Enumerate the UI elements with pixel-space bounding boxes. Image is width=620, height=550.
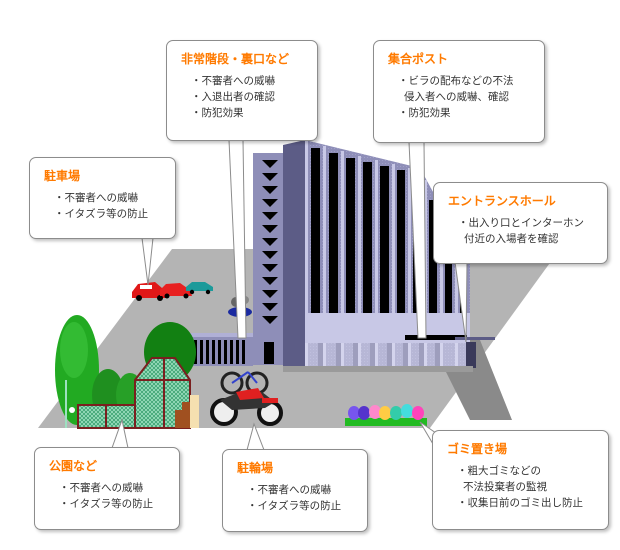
callout-parking: 駐車場 ・不審者への威嚇 ・イタズラ等の防止 (29, 157, 176, 239)
callout-bicycle-parking: 駐輪場 ・不審者への威嚇 ・イタズラ等の防止 (222, 449, 368, 532)
apartment-building-icon (188, 140, 495, 372)
garbage-bags-icon (345, 404, 427, 426)
callout-line: ・入退出者の確認 (191, 91, 275, 103)
callout-line: ・不審者への威嚇 (54, 192, 138, 204)
callout-park: 公園など ・不審者への威嚇 ・イタズラ等の防止 (34, 447, 180, 530)
callout-line: 侵入者への威嚇、確認 (404, 91, 509, 103)
callout-title: 集合ポスト (388, 52, 449, 66)
motorcycle-bicycle-icon (210, 371, 283, 426)
callout-line: ・防犯効果 (191, 107, 244, 119)
callout-title: 駐輪場 (237, 461, 274, 475)
callout-emergency-stairs: 非常階段・裏口など ・不審者への威嚇 ・入退出者の確認 ・防犯効果 (166, 40, 318, 141)
callout-line: ・不審者への威嚇 (247, 484, 331, 496)
greenhouse-icon (77, 357, 199, 429)
callout-line: ・イタズラ等の防止 (247, 500, 342, 512)
callout-line: ・不審者への威嚇 (191, 75, 275, 87)
callout-line: 不法投棄者の監視 (463, 481, 547, 493)
callout-title: 駐車場 (44, 169, 81, 183)
parked-cars-icon (132, 282, 213, 301)
callout-title: 非常階段・裏口など (181, 52, 290, 66)
callout-line: ・ビラの配布などの不法 (398, 75, 514, 87)
callout-title: エントランスホール (448, 194, 556, 208)
callout-line: ・イタズラ等の防止 (59, 498, 154, 510)
callout-line: ・収集日前のゴミ出し防止 (457, 497, 583, 509)
callout-line: ・イタズラ等の防止 (54, 208, 149, 220)
callout-title: 公園など (49, 459, 98, 473)
callout-entrance-hall: エントランスホール ・出入り口とインターホン 付近の入場者を確認 (433, 182, 608, 264)
callout-line: ・出入り口とインターホン (458, 217, 584, 229)
callout-title: ゴミ置き場 (447, 442, 508, 456)
callout-line: ・粗大ゴミなどの (457, 465, 541, 477)
callout-garbage-area: ゴミ置き場 ・粗大ゴミなどの 不法投棄者の監視 ・収集日前のゴミ出し防止 (432, 430, 609, 530)
callout-mailboxes: 集合ポスト ・ビラの配布などの不法 侵入者への威嚇、確認 ・防犯効果 (373, 40, 545, 143)
callout-line: ・防犯効果 (398, 107, 451, 119)
callout-line: 付近の入場者を確認 (464, 233, 559, 245)
callout-line: ・不審者への威嚇 (59, 482, 143, 494)
